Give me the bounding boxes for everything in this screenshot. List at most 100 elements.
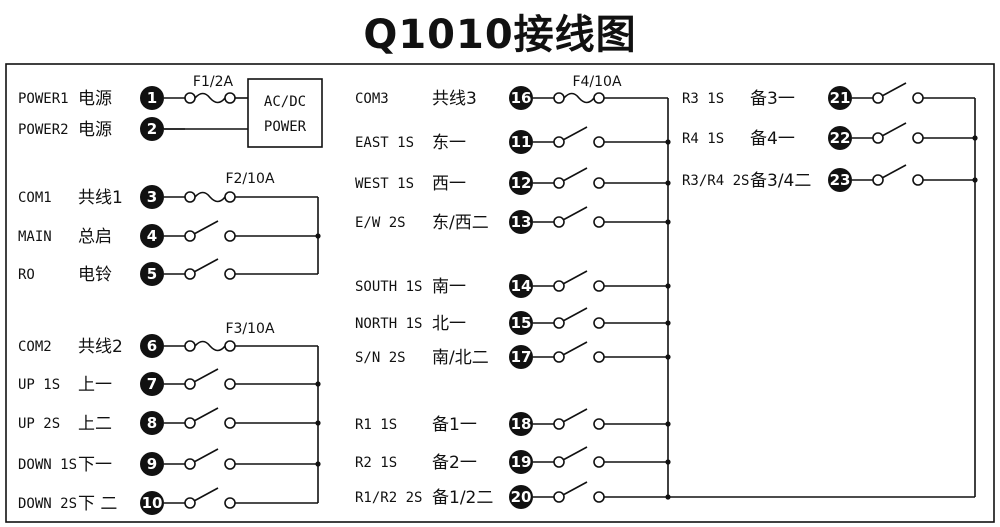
terminal-label: R4 1S	[682, 131, 724, 147]
terminal-number: 4	[147, 227, 157, 245]
contact-node	[184, 92, 196, 104]
terminal-number: 22	[830, 129, 851, 147]
terminal-label: R1 1S	[355, 417, 397, 433]
terminal-chinese-label: 北一	[432, 314, 466, 334]
contact-node	[872, 174, 884, 186]
terminal-label: NORTH 1S	[355, 316, 422, 332]
terminal-number: 3	[147, 188, 157, 206]
terminal-label: R3/R4 2S	[682, 173, 749, 189]
switch-contact	[562, 270, 588, 285]
switch-contact	[193, 258, 219, 273]
junction-dot	[665, 283, 671, 289]
terminal-number: 6	[147, 337, 157, 355]
contact-node	[912, 92, 924, 104]
contact-node	[593, 216, 605, 228]
terminal-label: S/N 2S	[355, 350, 406, 366]
contact-node	[553, 456, 565, 468]
switch-contact	[562, 446, 588, 461]
terminal-chinese-label: 共线3	[432, 89, 477, 109]
junction-dot	[665, 219, 671, 225]
switch-contact	[562, 126, 588, 141]
switch-contact	[562, 341, 588, 356]
terminal-label: R1/R2 2S	[355, 490, 422, 506]
terminal-label: COM2	[18, 339, 52, 355]
terminal-label: WEST 1S	[355, 176, 414, 192]
junction-dot	[315, 381, 321, 387]
terminal-chinese-label: 共线1	[78, 188, 123, 208]
switch-contact	[193, 407, 219, 422]
terminal-number-badge	[140, 334, 164, 358]
terminal-number: 18	[511, 415, 532, 433]
terminal-label: POWER1	[18, 91, 69, 107]
power-box: AC/DC POWER	[247, 78, 323, 148]
terminal-chinese-label: 南/北二	[432, 348, 489, 368]
terminal-number: 13	[511, 213, 532, 231]
terminal-number: 9	[147, 455, 157, 473]
junction-dot	[315, 461, 321, 467]
terminal-number-badge	[509, 345, 533, 369]
terminal-label: POWER2	[18, 122, 69, 138]
contact-node	[184, 458, 196, 470]
terminal-number: 8	[147, 414, 157, 432]
terminal-number-badge	[509, 311, 533, 335]
terminal-label: UP 2S	[18, 416, 60, 432]
fuse-symbol	[563, 92, 595, 104]
terminal-number: 23	[830, 171, 851, 189]
contact-node	[224, 378, 236, 390]
terminal-number-badge	[509, 412, 533, 436]
power-box-line1: AC/DC	[264, 94, 306, 110]
terminal-chinese-label: 电源	[78, 120, 112, 140]
contact-node	[224, 417, 236, 429]
terminal-number: 19	[511, 453, 532, 471]
terminal-number: 12	[511, 174, 532, 192]
terminal-chinese-label: 共线2	[78, 337, 123, 357]
terminal-chinese-label: 下 二	[78, 494, 117, 514]
contact-node	[553, 491, 565, 503]
terminal-number: 16	[511, 89, 532, 107]
contact-node	[224, 268, 236, 280]
fuse-label-f4: F4/10A	[572, 74, 621, 90]
fuse-symbol	[194, 340, 226, 352]
switch-contact	[193, 487, 219, 502]
terminal-number: 15	[511, 314, 532, 332]
terminal-number-badge	[509, 171, 533, 195]
contact-node	[184, 497, 196, 509]
contact-node	[553, 418, 565, 430]
contact-node	[553, 317, 565, 329]
switch-contact	[193, 220, 219, 235]
contact-node	[224, 458, 236, 470]
junction-dot	[665, 459, 671, 465]
contact-node	[553, 92, 565, 104]
contact-node	[553, 351, 565, 363]
terminal-row-6: COM2 共线2 6	[18, 334, 318, 358]
terminal-label: DOWN 1S	[18, 457, 77, 473]
switch-contact	[562, 206, 588, 221]
terminal-row-16: COM3 共线3 16	[355, 86, 668, 110]
terminal-chinese-label: 上二	[78, 414, 112, 434]
fuse-label-f1: F1/2A	[193, 74, 234, 90]
fuse-label-f3: F3/10A	[225, 321, 274, 337]
terminal-number-badge	[140, 224, 164, 248]
terminal-label: COM3	[355, 91, 389, 107]
terminal-label: E/W 2S	[355, 215, 406, 231]
terminal-chinese-label: 备1/2二	[432, 488, 493, 508]
terminal-number-badge	[140, 452, 164, 476]
contact-node	[224, 191, 236, 203]
contact-node	[593, 456, 605, 468]
fuse-label-f2: F2/10A	[225, 171, 274, 187]
junction-dot	[665, 354, 671, 360]
terminal-number-badge	[509, 450, 533, 474]
